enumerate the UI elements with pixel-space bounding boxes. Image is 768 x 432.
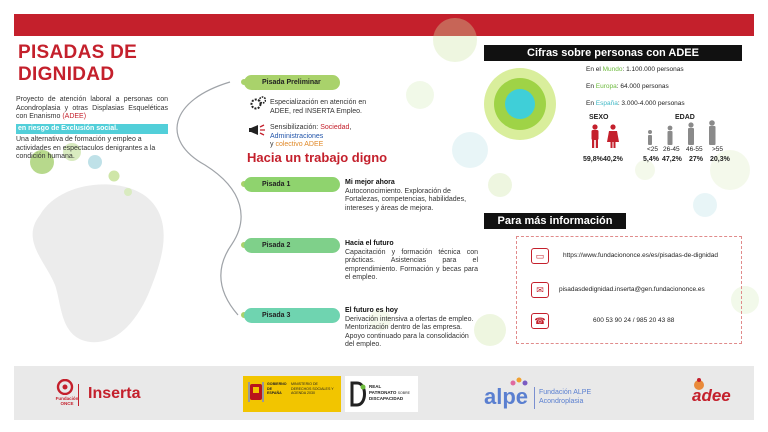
europa-value: : 64.000 personas xyxy=(616,83,669,90)
title-line-1: PISADAS DE xyxy=(18,42,138,63)
step-3-title: El futuro es hoy xyxy=(345,307,398,314)
phone-icon: ☎ xyxy=(531,313,549,329)
real-patronato-logo: REAL PATRONATO SOBRE DISCAPACIDAD xyxy=(345,376,418,412)
step-1-title: Mi mejor ahora xyxy=(345,179,395,186)
preliminar-item-2: Sensibilización: Sociedad, Administracio… xyxy=(270,124,390,150)
edad-pct-4: 20,3% xyxy=(710,156,730,163)
step-3-text: El futuro es hoy Derivación intensiva a … xyxy=(345,307,478,350)
rp-discapacidad: DISCAPACIDAD xyxy=(369,396,404,401)
alpe-logo-icon xyxy=(510,377,528,386)
megaphone-icon xyxy=(248,122,266,143)
sexo-label: SEXO xyxy=(589,114,609,121)
coat-of-arms-icon xyxy=(247,380,265,406)
sexo-female-pct: 40,2% xyxy=(603,156,623,163)
stat-prefix: En xyxy=(586,100,596,107)
step-2-desc: Capacitación y formación técnica con prá… xyxy=(345,248,478,282)
sensibilizacion-label: Sensibilización: xyxy=(270,124,321,131)
exclusion-highlight: en riesgo de Exclusión social. xyxy=(16,124,168,134)
mundo-value: : 1.100.000 personas xyxy=(622,66,684,73)
patronato-icon xyxy=(350,381,366,407)
alpe-line-1: Fundación ALPE xyxy=(539,389,592,396)
section-title: Hacia un trabajo digno xyxy=(247,150,388,165)
edad-pct-3: 27% xyxy=(689,156,704,163)
intro-adee: (ADEE) xyxy=(62,113,87,120)
mundo-label: Mundo xyxy=(602,66,623,73)
info-title: Para más información xyxy=(484,213,626,229)
once-logo-icon xyxy=(56,379,74,395)
title-line-2: DIGNIDAD xyxy=(18,64,115,85)
edad-pct-2: 47,2% xyxy=(662,156,682,163)
logo-divider xyxy=(78,384,79,406)
colectivo-text: colectivo ADEE xyxy=(275,141,324,148)
sociedad-text: Sociedad xyxy=(320,124,350,131)
preliminar-label: Pisada Preliminar xyxy=(244,75,340,90)
step-1-desc: Autoconocimiento. Exploración de Fortale… xyxy=(345,187,467,212)
stat-espana: En España: 3.000-4.000 personas xyxy=(586,100,685,107)
preliminar-item-1: Especialización en atención en ADEE, red… xyxy=(270,99,367,115)
step-2-text: Hacia el futuro Capacitación y formación… xyxy=(345,240,478,283)
edad-pct-1: 5,4% xyxy=(643,156,659,163)
espana-value: : 3.000-4.000 personas xyxy=(617,100,685,107)
edad-range-4: >55 xyxy=(712,146,724,153)
intro-text-2: Una alternativa de formación y empleo a … xyxy=(16,136,156,160)
step-2-title: Hacia el futuro xyxy=(345,240,394,247)
edad-range-1: <25 xyxy=(647,146,659,153)
intro-text-1: Proyecto de atención laboral a personas … xyxy=(16,96,168,120)
edad-range-2: 26-45 xyxy=(663,146,680,153)
step-1-text: Mi mejor ahora Autoconocimiento. Explora… xyxy=(345,179,475,213)
info-url[interactable]: https://www.fundaciononce.es/es/pisadas-… xyxy=(563,252,719,259)
patronato-text: REAL PATRONATO SOBRE DISCAPACIDAD xyxy=(369,384,410,402)
stat-prefix: En xyxy=(586,83,596,90)
stat-prefix: En el xyxy=(586,66,603,73)
once-logo-text: Fundación ONCE xyxy=(55,396,79,406)
intro-text: Proyecto de atención laboral a personas … xyxy=(16,96,168,122)
gobierno-logo: GOBIERNO DE ESPAÑA MINISTERIO DE DERECHO… xyxy=(243,376,341,412)
cifras-title: Cifras sobre personas con ADEE xyxy=(484,45,742,61)
adee-logo-text: adee xyxy=(692,386,731,405)
edad-label: EDAD xyxy=(675,114,695,121)
stat-mundo: En el Mundo: 1.100.000 personas xyxy=(586,66,684,73)
info-phone[interactable]: 600 53 90 24 / 985 20 43 88 xyxy=(593,317,675,324)
info-box xyxy=(516,236,742,344)
info-email[interactable]: pisadasdedignidad.inserta@gen.fundaciono… xyxy=(559,286,705,293)
top-banner xyxy=(14,14,754,36)
ministerio-text: MINISTERIO DE DERECHOS SOCIALES Y AGENDA… xyxy=(291,382,334,395)
alpe-divider xyxy=(534,387,535,409)
step-2-label: Pisada 2 xyxy=(244,238,340,253)
conjunction: y xyxy=(270,141,276,148)
email-icon: ✉ xyxy=(531,282,549,298)
stat-europa: En Europa: 64.000 personas xyxy=(586,83,669,90)
separator: , xyxy=(349,124,352,131)
page-title: PISADAS DE DIGNIDAD xyxy=(18,42,178,86)
gears-icon xyxy=(250,96,267,115)
gobierno-text: GOBIERNO DE ESPAÑA xyxy=(267,382,287,395)
inserta-logo: Inserta xyxy=(88,385,141,402)
step-3-desc: Derivación intensiva a ofertas de empleo… xyxy=(345,315,474,349)
population-circles xyxy=(484,68,556,140)
step-1-label: Pisada 1 xyxy=(244,177,340,192)
age-figures-icon xyxy=(648,120,716,145)
alpe-logo-text: alpe xyxy=(484,384,529,409)
administraciones-text: Administraciones xyxy=(270,132,324,140)
rp-patronato: PATRONATO xyxy=(369,389,397,395)
espana-label: España xyxy=(595,100,618,107)
europa-label: Europa xyxy=(595,83,617,90)
sexo-male-pct: 59,8% xyxy=(583,156,603,163)
edad-range-3: 46-55 xyxy=(686,146,703,153)
alpe-subtitle: Fundación ALPE Acondroplasia xyxy=(539,388,591,406)
step-3-label: Pisada 3 xyxy=(244,308,340,323)
alpe-line-2: Acondroplasia xyxy=(539,398,584,405)
web-icon: ▭ xyxy=(531,248,549,264)
male-female-icon xyxy=(591,124,619,148)
rp-real: REAL xyxy=(369,384,382,389)
adee-logo-icon xyxy=(694,378,704,390)
rp-sobre: SOBRE xyxy=(397,390,410,395)
